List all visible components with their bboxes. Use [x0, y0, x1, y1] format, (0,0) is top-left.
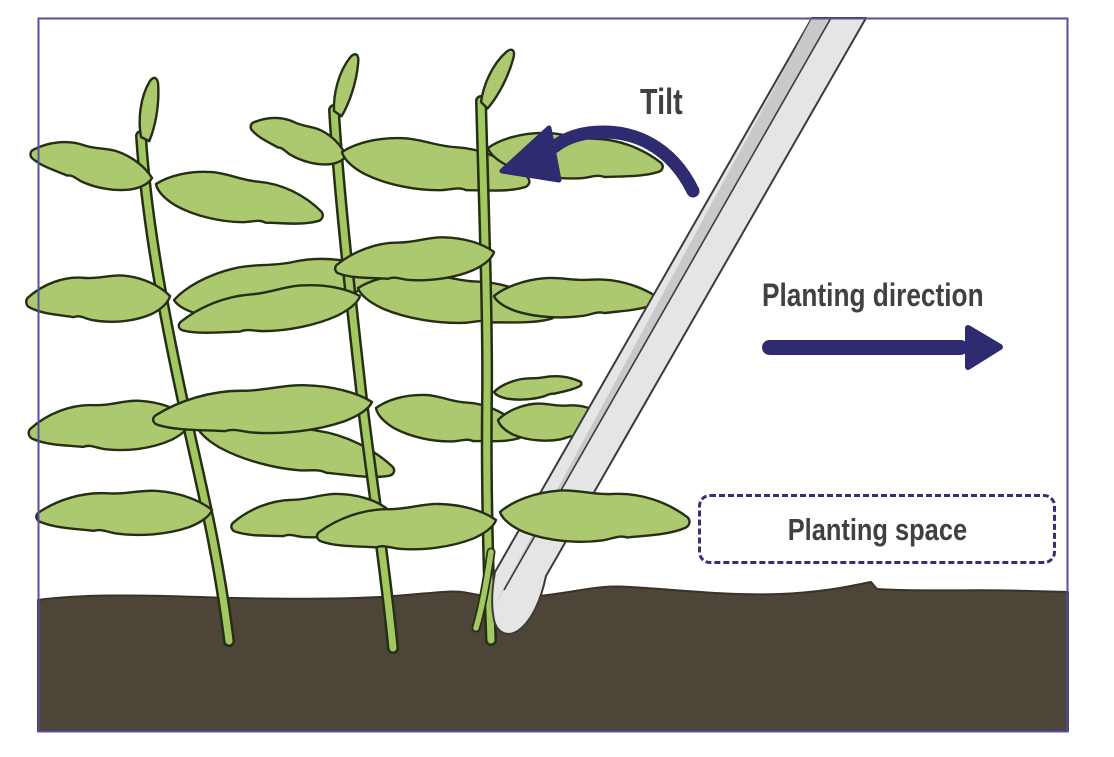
tool-body: [491, 17, 867, 635]
tilt-arrow-icon: [499, 125, 700, 198]
diagram-frame-border: [37, 17, 1069, 733]
planting-direction-label: Planting direction: [762, 277, 984, 313]
planting-space-label: Planting space: [787, 511, 967, 547]
plant-2: [149, 52, 561, 654]
planting-space-box: Planting space: [698, 494, 1056, 564]
soil-bed: [37, 581, 1069, 732]
tilt-label: Tilt: [640, 81, 683, 122]
planting-direction-arrow-icon: [762, 325, 1003, 370]
